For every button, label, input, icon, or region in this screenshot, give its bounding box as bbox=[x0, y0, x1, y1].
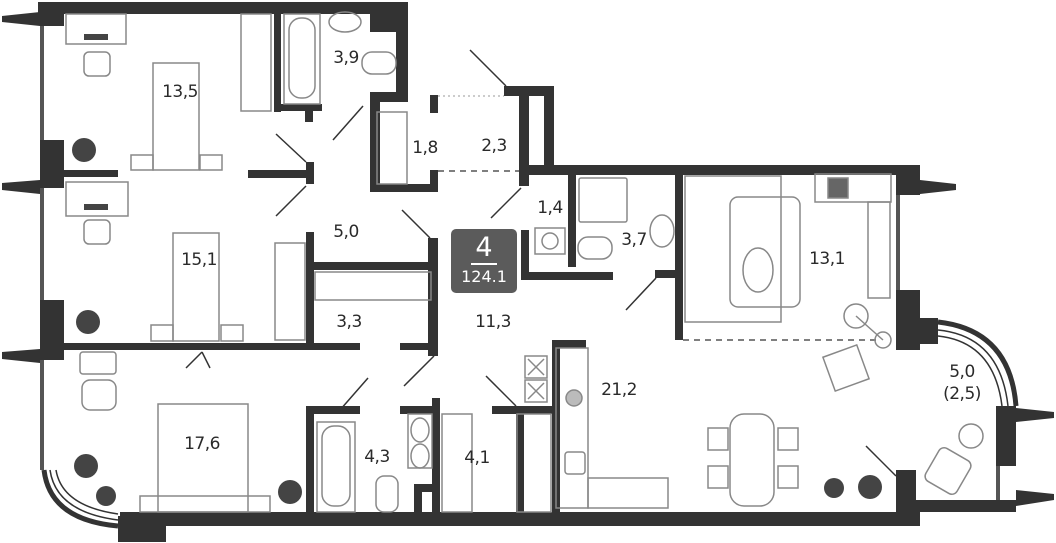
door-swings bbox=[185, 49, 897, 477]
room-count: 4 bbox=[471, 233, 497, 265]
room-area-balcony-reduced: (2,5) bbox=[943, 384, 981, 404]
room-area-bedroom-3: 17,6 bbox=[184, 434, 220, 454]
room-area-entrance: 2,3 bbox=[481, 136, 507, 156]
apartment-summary-badge: 4 124.1 bbox=[451, 229, 517, 293]
room-area-wc: 1,4 bbox=[537, 198, 563, 218]
zone-dividers bbox=[438, 95, 880, 341]
curved-window-walls bbox=[41, 319, 1019, 529]
plants bbox=[72, 138, 882, 506]
room-area-hall-2: 11,3 bbox=[475, 312, 511, 332]
furniture bbox=[65, 11, 984, 513]
room-area-living-room: 13,1 bbox=[809, 249, 845, 269]
room-area-bedroom-1: 13,5 bbox=[162, 82, 198, 102]
room-area-dressing-room: 4,1 bbox=[464, 448, 490, 468]
room-area-wardrobe-2: 3,3 bbox=[336, 312, 362, 332]
room-area-shower-room: 3,7 bbox=[621, 230, 647, 250]
room-area-kitchen-dining: 21,2 bbox=[601, 380, 637, 400]
room-area-bathroom-1: 3,9 bbox=[333, 48, 359, 68]
room-area-bedroom-2: 15,1 bbox=[181, 250, 217, 270]
room-area-hall-1: 5,0 bbox=[333, 222, 359, 242]
room-area-balcony: 5,0 bbox=[949, 362, 975, 382]
room-area-wardrobe-1: 1,8 bbox=[412, 138, 438, 158]
total-area: 124.1 bbox=[461, 267, 507, 286]
room-area-bathroom-2: 4,3 bbox=[364, 447, 390, 467]
